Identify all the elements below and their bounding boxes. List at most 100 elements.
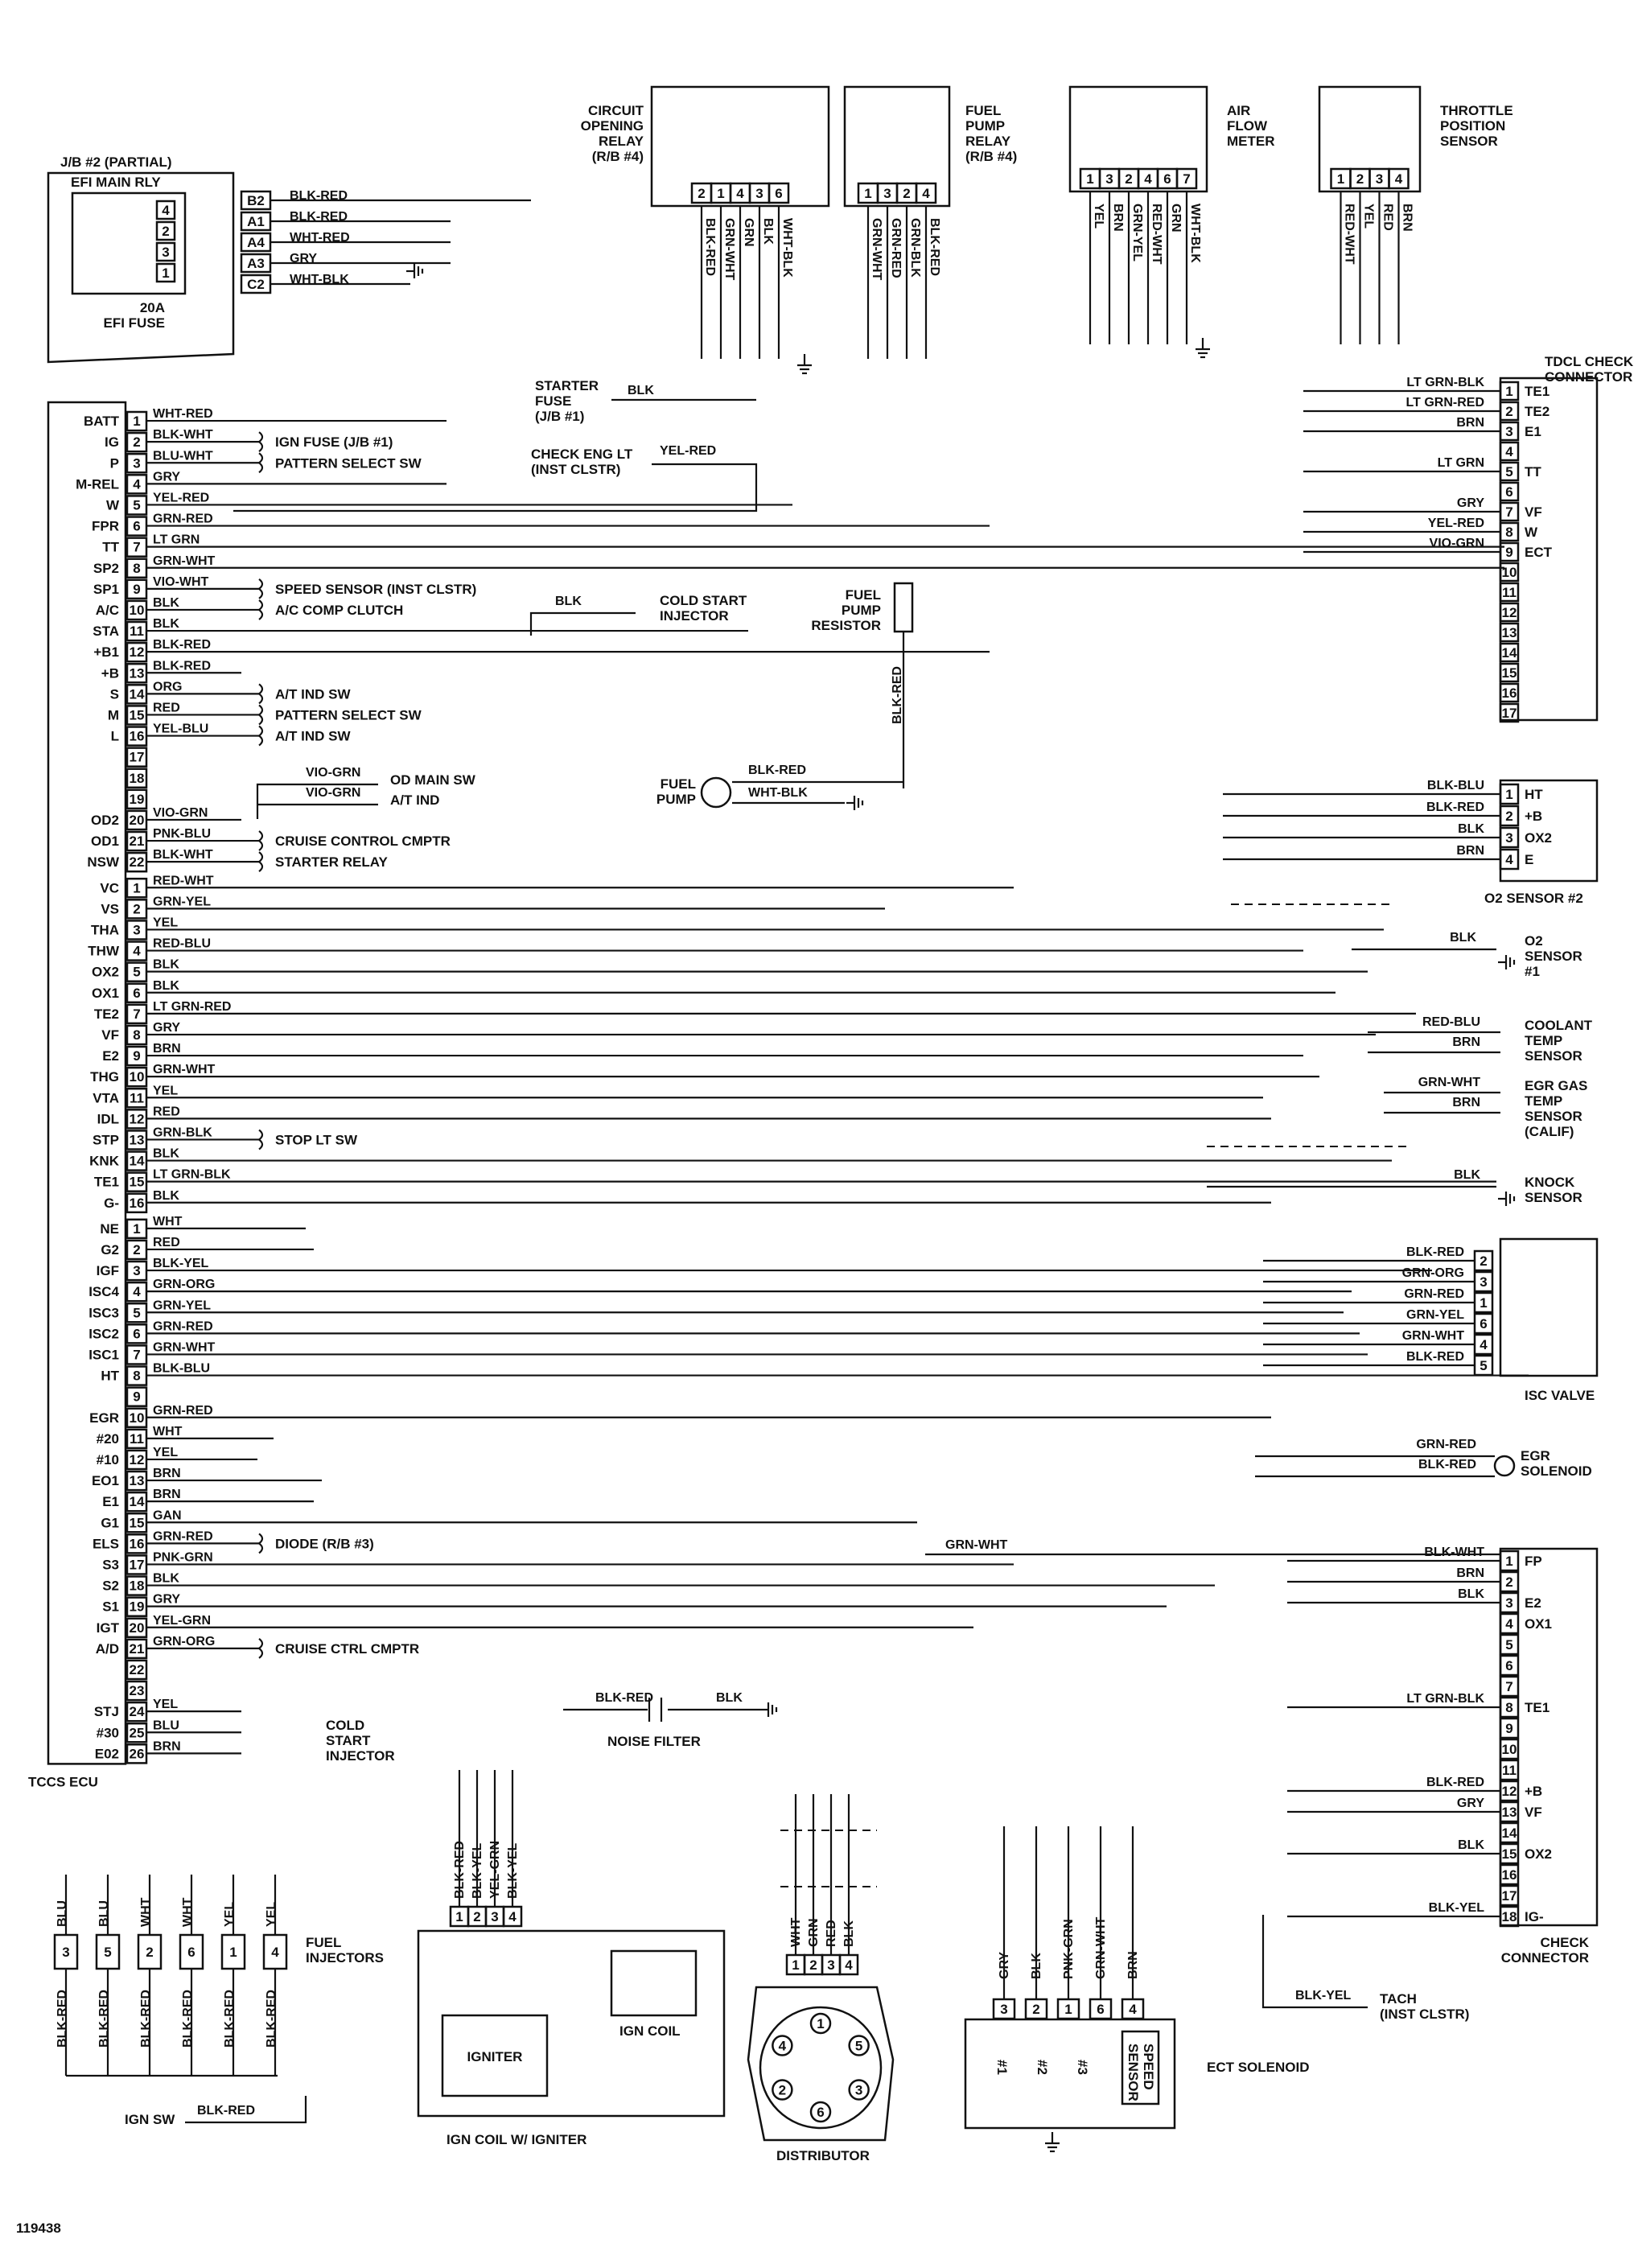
ecu-wire-color: WHT: [153, 1215, 183, 1229]
distributor-shield: [780, 1830, 877, 1887]
ecu-wire-destination: CRUISE CTRL CMPTR: [275, 1641, 419, 1657]
throttle-position-sensor-pin-number: 1: [1337, 171, 1344, 187]
ecu-terminal-label: G-: [104, 1196, 119, 1211]
ecu-wire-destination: A/T IND SW: [275, 729, 351, 744]
shield-line: [1207, 903, 1408, 1147]
tdcl-pin: [1499, 481, 1520, 502]
ecu-pin-number: 21: [130, 834, 145, 849]
tdcl-wire-color: BRN: [1456, 416, 1484, 430]
ecu-wire-color: YEL: [153, 1446, 178, 1459]
air-flow-meter-pin-number: 4: [1144, 171, 1152, 187]
air-flow-meter-wire-color: GRN: [1169, 204, 1183, 233]
connector-arrow: [258, 683, 264, 705]
ecu-terminal-label: STP: [93, 1132, 119, 1147]
igniter-label: IGNITER: [467, 2049, 523, 2064]
ecu-pin-number: 13: [130, 1132, 145, 1147]
check-connector-pin-number: 9: [1505, 1721, 1512, 1736]
ecu-pin-number: 10: [130, 603, 145, 618]
ign-coil-wire-color: YEL-GRN: [488, 1841, 502, 1899]
o2-sensor-2-terminal: HT: [1525, 787, 1543, 802]
tccs-ecu-box: [47, 401, 127, 1765]
tdcl-terminal: ECT: [1525, 545, 1553, 560]
throttle-position-sensor-box: [1318, 85, 1422, 193]
tdcl-wire-color: LT GRN: [1438, 456, 1484, 470]
isc-valve-wire-color: GRN-YEL: [1406, 1308, 1464, 1322]
ecu-wire-destination: CRUISE CONTROL CMPTR: [275, 834, 451, 849]
distributor-pin-number: 4: [845, 1957, 853, 1973]
ecu-pin-number: 11: [130, 624, 144, 639]
ecu-terminal-label: SP1: [93, 582, 119, 597]
fuel-pump-relay-label: (R/B #4): [965, 149, 1017, 164]
ecu-pin-number: 16: [130, 1536, 145, 1551]
ecu-terminal-label: #20: [97, 1431, 119, 1447]
o2-sensor-2-wire-color: BLK-BLU: [1427, 779, 1484, 792]
afm-ground: [1196, 338, 1210, 359]
ecu-pin-number: 4: [133, 944, 141, 959]
ecu-wire-destination: A/C COMP CLUTCH: [275, 603, 403, 618]
circuit-opening-relay-label: CIRCUIT: [588, 103, 644, 118]
ecu-wire-color: BRN: [153, 1739, 181, 1753]
check-connector-pin-number: 18: [1502, 1909, 1517, 1924]
ect-ground: [1045, 2132, 1060, 2153]
ecu-terminal-label: OD1: [91, 834, 119, 849]
ect-wire-color: GRN-WHT: [1094, 1916, 1108, 1979]
ecu-wire-color: WHT-RED: [153, 407, 213, 421]
jb2-relay-pin-number: 4: [162, 203, 170, 218]
connector-arrow: [258, 599, 264, 620]
fuel-injector-number: 3: [62, 1945, 69, 1960]
fuel-injectors-label: INJECTORS: [306, 1950, 384, 1965]
egr-solenoid-label: EGR: [1521, 1448, 1550, 1463]
o2-sensor-2-wire-color: BRN: [1456, 844, 1484, 858]
knock-sensor-label: KNOCK: [1525, 1175, 1575, 1190]
ign-coil-wire-color: BLK-YEL: [506, 1842, 520, 1899]
ign-coil-label: IGN COIL: [619, 2023, 681, 2039]
tccs-ecu-title: TCCS ECU: [28, 1774, 98, 1789]
ecu-terminal-label: IGF: [97, 1263, 119, 1278]
igniter-box: [441, 2014, 549, 2097]
air-flow-meter-pin-number: 1: [1086, 171, 1093, 187]
ecu-wire-color: BLK-WHT: [153, 428, 213, 442]
check-connector-terminal: VF: [1525, 1805, 1542, 1820]
ecu-wire-color: ORG: [153, 680, 182, 694]
fuel-injector-number: 2: [146, 1945, 153, 1960]
tdcl-pin-number: 6: [1505, 484, 1512, 500]
check-connector-wire-color: LT GRN-BLK: [1406, 1692, 1484, 1706]
ect-wire-color: BRN: [1126, 1951, 1140, 1979]
coolant-wire-color: BRN: [1452, 1035, 1480, 1049]
tdcl-pin-number: 8: [1505, 525, 1512, 540]
check-connector-pin: [1499, 1884, 1520, 1907]
o2-sensor-2-wire-color: BLK: [1458, 822, 1484, 836]
tdcl-terminal: TE1: [1525, 384, 1550, 399]
od-main-sw-label: OD MAIN SW: [390, 772, 476, 788]
fuel-pump-resistor-label: FUEL: [846, 587, 881, 603]
tdcl-pin: [1499, 622, 1520, 643]
check-connector-terminal: OX2: [1525, 1846, 1552, 1862]
ecu-pin-number: 18: [130, 1579, 145, 1594]
circuit-opening-relay-pin-number: 3: [755, 186, 763, 201]
ecu-terminal-label: TT: [102, 540, 119, 555]
fuel-pump-symbol: [700, 776, 732, 809]
ecu-wire-color: BRN: [153, 1488, 181, 1501]
check-connector-wire-color: BLK-YEL: [1429, 1901, 1485, 1915]
tach-wire: [1261, 1915, 1368, 2009]
ecu-terminal-label: VF: [101, 1027, 119, 1043]
ecu-terminal-label: S2: [102, 1579, 119, 1594]
connector-arrow: [258, 725, 264, 747]
tdcl-wire-color: GRY: [1457, 496, 1484, 510]
ecu-pin-number: 11: [130, 1090, 144, 1105]
ecu-pin-number: 5: [133, 497, 140, 512]
efi-relay-box: [71, 191, 187, 295]
tdcl-pin-number: 13: [1502, 625, 1517, 640]
fuel-pump-label: FUEL: [661, 776, 696, 792]
ign-coil-pin-number: 2: [473, 1909, 480, 1924]
ecu-wire-color: GRN-RED: [153, 1529, 213, 1543]
ecu-wire-color: BLU: [153, 1718, 179, 1732]
o2-sensor-2-terminal: E: [1525, 852, 1533, 867]
ecu-terminal-label: S: [110, 686, 119, 702]
ecu-terminal-label: A/C: [96, 603, 119, 618]
o2-sensor-1-label: #1: [1525, 964, 1540, 979]
egr-gas-temp-sensor-label: TEMP: [1525, 1093, 1562, 1109]
ect-pin-number: 2: [1032, 2002, 1039, 2017]
ecu-pin-number: 12: [130, 644, 145, 660]
isc-valve-wire-color: GRN-ORG: [1402, 1266, 1464, 1280]
